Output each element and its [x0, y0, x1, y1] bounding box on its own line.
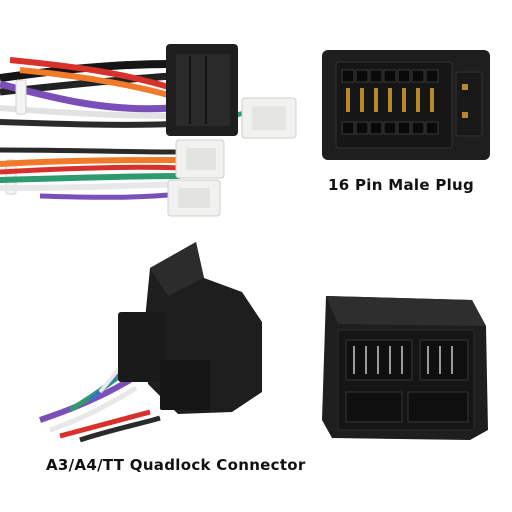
male-plug-caption: 16 Pin Male Plug [328, 176, 475, 194]
quadlock-connector [39, 242, 262, 443]
wiring-harness [0, 44, 297, 217]
quadlock-caption: A3/A4/TT Quadlock Connector [46, 456, 306, 474]
male-plug-16pin [322, 50, 490, 160]
quadlock-socket [322, 296, 488, 440]
